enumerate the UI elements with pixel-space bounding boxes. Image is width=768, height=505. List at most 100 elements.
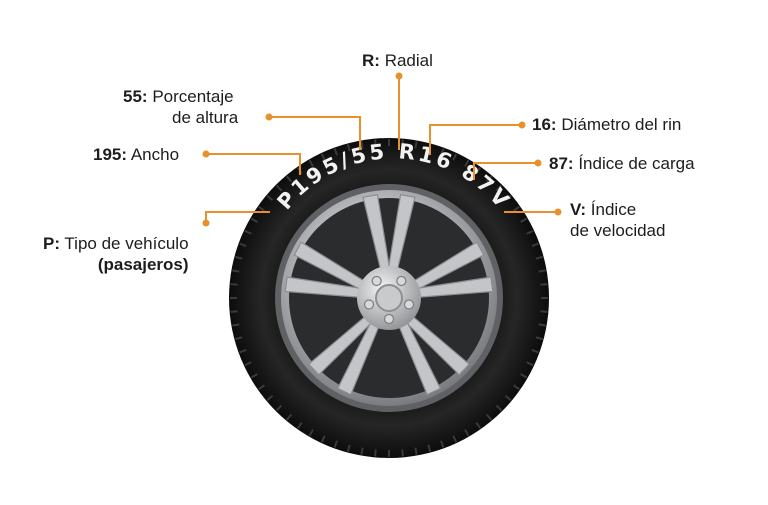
tread-tick [296,421,303,429]
tread-tick [512,205,520,212]
label-vehicle-type: P: Tipo de vehículo (pasajeros) [43,233,189,275]
tread-tick [452,153,458,161]
tread-tick [308,429,314,437]
tread-tick [464,159,470,167]
lug-nut [383,313,395,325]
tread-tick [531,242,539,247]
label-load-index-text: Índice de carga [578,154,695,173]
tread-tick [275,404,283,412]
lug-nut [403,299,415,310]
tread-tick [258,384,266,391]
tread-tick [535,336,543,341]
tread-tick [538,323,546,327]
tread-tick [266,195,274,202]
tread-tick [286,413,293,421]
tread-tick [464,429,470,437]
label-speed-index-line1: Índice [590,200,637,219]
label-width-code: 195: [93,145,128,164]
tread-tick [526,229,534,235]
tread-tick [512,384,520,391]
tread-tick [520,373,528,379]
tread-tick [504,195,512,202]
tread-tick [495,184,503,192]
tread-tick [475,421,482,429]
tread-tick [374,449,377,457]
label-speed-index-line2: de velocidad [570,221,666,240]
tread-tick [244,361,252,367]
tread-tick [531,349,539,354]
label-load-index: 87: Índice de carga [549,153,695,174]
tread-tick [230,283,238,286]
label-height-line2: de altura [172,108,239,127]
label-vehicle-type-line2: (pasajeros) [97,255,189,274]
tread-tick [538,269,546,273]
tread-tick [250,217,258,223]
tread-tick [346,144,351,152]
tread-tick [495,404,503,412]
tread-tick [320,153,326,161]
tread-tick [333,148,338,156]
tread-tick [401,139,404,147]
label-speed-index: V: Índice de velocidad [570,199,665,241]
tread-tick [239,242,247,247]
label-rim-diameter-code: 16: [532,115,557,134]
label-radial: R: Radial [362,50,433,71]
tread-tick [308,159,314,167]
tread-tick [235,336,243,341]
tread-tick [230,310,238,313]
tread-tick [475,167,482,175]
center-cap [375,284,403,312]
tread-tick [401,449,404,457]
label-vehicle-type-code: P: [43,234,60,253]
label-vehicle-type-line1: Tipo de vehículo [64,234,189,253]
tire-tread [230,139,548,457]
tread-tick [360,141,364,149]
label-height: 55: Porcentaje de altura [123,86,238,128]
tread-tick [235,255,243,260]
tread-tick [485,413,492,421]
lug-nut [396,275,407,287]
tread-tick [250,373,258,379]
label-width-text: Ancho [130,145,180,164]
label-rim-diameter-text: Diámetro del rin [561,115,682,134]
label-load-index-code: 87: [549,154,574,173]
tread-tick [452,435,458,443]
tread-tick [239,349,247,354]
tread-tick [520,217,528,223]
label-rim-diameter: 16: Diámetro del rin [532,114,681,135]
label-radial-text: Radial [384,51,433,70]
tread-tick [286,175,293,183]
tread-tick [244,229,252,235]
tread-tick [540,310,548,313]
tread-tick [275,184,283,192]
tread-tick [526,361,534,367]
tread-tick [427,444,432,452]
tread-tick [320,435,326,443]
tread-tick [504,394,512,401]
lug-nut [363,299,375,310]
rim-spokes [284,194,494,396]
tread-tick [414,447,418,455]
lug-nut [371,275,382,287]
tread-tick [485,175,492,183]
tread-tick [232,269,240,273]
tread-tick [346,444,351,452]
tread-tick [232,323,240,327]
tread-tick [535,255,543,260]
tread-tick [258,205,266,212]
tread-tick [360,447,364,455]
tread-tick [414,141,418,149]
label-width: 195: Ancho [93,144,179,165]
lug-nuts [363,275,415,325]
tread-tick [440,148,445,156]
tread-tick [540,283,548,286]
label-height-code: 55: [123,87,148,106]
label-radial-code: R: [362,51,380,70]
label-speed-index-code: V: [570,200,587,219]
leader-lines [202,72,562,227]
tread-tick [266,394,274,401]
tread-tick [333,440,338,448]
label-height-line1: Porcentaje [152,87,234,106]
tread-tick [374,139,377,147]
